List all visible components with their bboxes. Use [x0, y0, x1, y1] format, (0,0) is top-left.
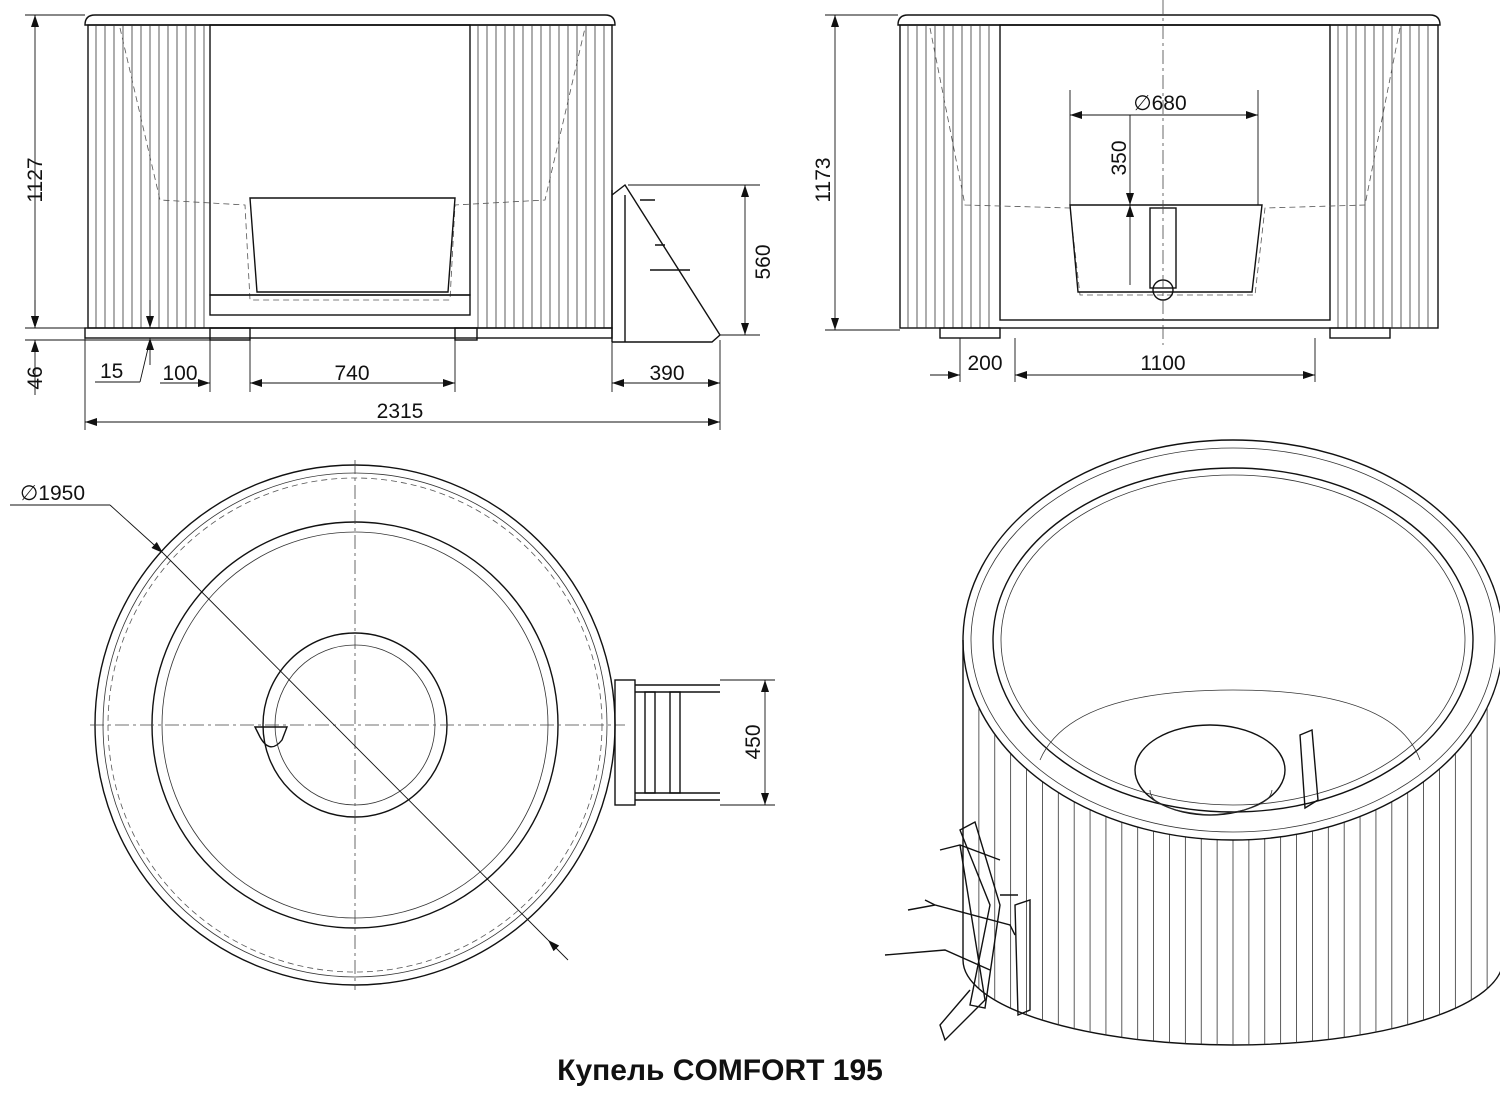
dim-390: 390 — [649, 362, 684, 385]
dim-1950: ∅1950 — [20, 482, 85, 505]
dim-450: 450 — [742, 724, 765, 759]
dim-350: 350 — [1108, 140, 1131, 175]
dim-46: 46 — [24, 366, 47, 389]
isometric-view — [884, 439, 1500, 1046]
front-view: 1127 46 15 100 740 390 2315 560 — [24, 14, 775, 430]
drawing-title: Купель COMFORT 195 — [557, 1054, 883, 1087]
side-view: ∅680 350 1173 200 1100 — [812, 0, 1441, 382]
dim-1127: 1127 — [24, 157, 47, 202]
dim-200: 200 — [967, 352, 1002, 375]
dim-15: 15 — [100, 360, 123, 383]
dim-560: 560 — [752, 244, 775, 279]
dim-680: ∅680 — [1133, 92, 1186, 115]
top-view: 450 ∅1950 — [10, 460, 775, 990]
dim-2315: 2315 — [377, 400, 424, 423]
dim-1100: 1100 — [1140, 352, 1185, 375]
dim-740: 740 — [334, 362, 369, 385]
dim-100: 100 — [162, 362, 197, 385]
dim-1173: 1173 — [812, 157, 835, 202]
